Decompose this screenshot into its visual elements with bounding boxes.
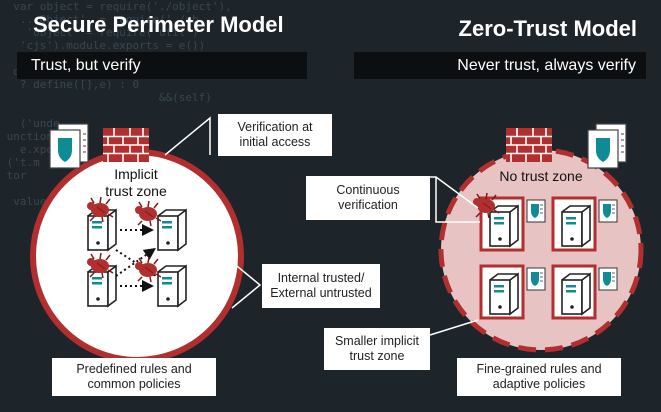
right-subtitle-bar: Never trust, always verify — [354, 52, 646, 79]
segment-2 — [551, 196, 618, 252]
segment-4 — [551, 264, 618, 320]
left-title: Secure Perimeter Model — [33, 12, 284, 37]
document-shield-icon — [49, 123, 89, 169]
right-title: Zero-Trust Model — [458, 16, 637, 41]
predefined-rules-callout: Predefined rules and common policies — [52, 358, 216, 396]
implicit-trust-zone-label: Implicit trust zone — [105, 166, 167, 199]
verification-callout: Verification at initial access — [218, 114, 332, 156]
document-shield-icon — [587, 123, 627, 169]
segment-3 — [479, 264, 546, 320]
firewall-icon — [102, 127, 150, 163]
left-subtitle: Trust, but verify — [31, 57, 141, 74]
fine-grained-rules-callout: Fine-grained rules and adaptive policies — [457, 358, 621, 396]
left-subtitle-bar: Trust, but verify — [17, 52, 307, 79]
firewall-icon — [505, 127, 553, 163]
smaller-implicit-trust-zone-callout: Smaller implicit trust zone — [324, 328, 430, 370]
server-icon — [157, 265, 187, 307]
server-icon — [157, 209, 187, 251]
internal-external-callout: Internal trusted/ External untrusted — [262, 264, 380, 308]
continuous-verification-callout: Continuous verification — [306, 176, 430, 220]
right-subtitle: Never trust, always verify — [457, 57, 636, 74]
no-trust-zone-label: No trust zone — [499, 168, 583, 184]
